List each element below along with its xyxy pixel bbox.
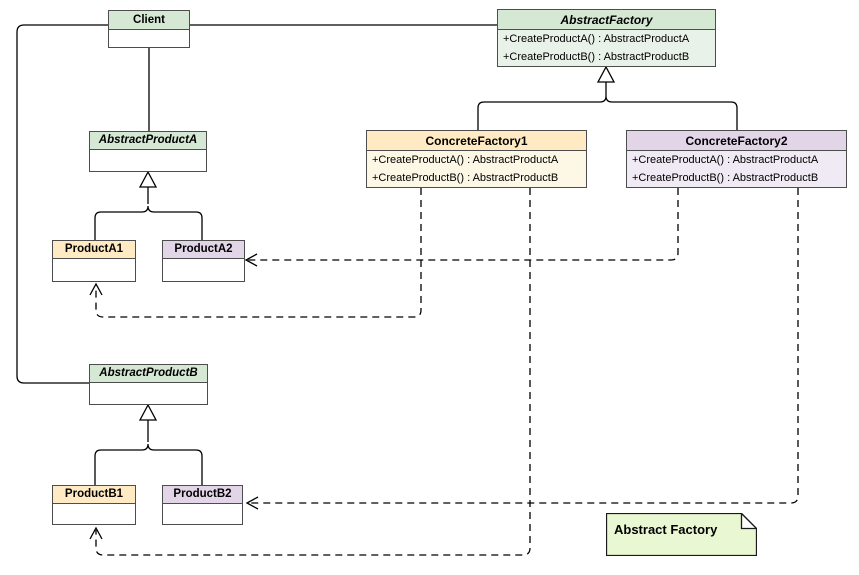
edge-productb-generalization bbox=[94, 420, 203, 485]
edge-cf2-producta2-dependency bbox=[248, 188, 679, 261]
note-fold-corner bbox=[740, 511, 759, 530]
class-title: AbstractProductA bbox=[90, 132, 206, 150]
class-client: Client bbox=[108, 10, 190, 48]
class-product-b1: ProductB1 bbox=[52, 485, 136, 525]
class-concrete-factory1: ConcreteFactory1 +CreateProductA() : Abs… bbox=[366, 130, 587, 188]
class-abstract-product-b: AbstractProductB bbox=[89, 364, 208, 405]
generalization-triangle-abstractproductb bbox=[138, 403, 158, 421]
method-create-product-a: +CreateProductA() : AbstractProductA bbox=[372, 154, 559, 166]
class-body: +CreateProductA() : AbstractProductA +Cr… bbox=[627, 151, 846, 187]
method-create-product-a: +CreateProductA() : AbstractProductA bbox=[503, 33, 690, 45]
arrowhead-productb2 bbox=[245, 496, 259, 510]
note-text: Abstract Factory bbox=[614, 522, 718, 537]
edge-client-abstractproductb bbox=[16, 24, 108, 384]
arrowhead-producta2 bbox=[244, 253, 258, 267]
class-product-a1: ProductA1 bbox=[52, 240, 136, 282]
arrowhead-producta1 bbox=[89, 282, 103, 296]
edge-cf2-productb2-dependency bbox=[249, 188, 799, 504]
class-abstract-factory: AbstractFactory +CreateProductA() : Abst… bbox=[497, 9, 716, 67]
edge-cf1-productb1-dependency bbox=[95, 188, 531, 556]
class-product-b2: ProductB2 bbox=[162, 485, 243, 525]
edge-factories-generalization bbox=[477, 82, 738, 130]
method-create-product-a: +CreateProductA() : AbstractProductA bbox=[632, 154, 819, 166]
class-title: Client bbox=[109, 11, 189, 30]
note-abstract-factory: Abstract Factory bbox=[605, 511, 759, 557]
generalization-triangle-abstractproducta bbox=[138, 170, 158, 188]
class-title: ProductB1 bbox=[53, 486, 135, 504]
class-title: AbstractProductB bbox=[90, 365, 207, 383]
class-product-a2: ProductA2 bbox=[162, 240, 245, 282]
method-create-product-b: +CreateProductB() : AbstractProductB bbox=[632, 172, 819, 184]
class-concrete-factory2: ConcreteFactory2 +CreateProductA() : Abs… bbox=[626, 130, 847, 188]
note-shape bbox=[605, 511, 759, 557]
class-title: ProductA1 bbox=[53, 241, 135, 259]
edge-producta-generalization bbox=[94, 187, 203, 240]
class-title: ConcreteFactory1 bbox=[367, 131, 586, 151]
class-body: +CreateProductA() : AbstractProductA +Cr… bbox=[498, 30, 715, 66]
method-create-product-b: +CreateProductB() : AbstractProductB bbox=[503, 51, 690, 63]
edge-cf1-producta1-dependency bbox=[95, 188, 422, 318]
method-create-product-b: +CreateProductB() : AbstractProductB bbox=[372, 172, 559, 184]
arrowhead-productb1 bbox=[89, 526, 103, 540]
class-title: ProductB2 bbox=[163, 486, 242, 504]
class-title: ProductA2 bbox=[163, 241, 244, 259]
class-title: ConcreteFactory2 bbox=[627, 131, 846, 151]
generalization-triangle-abstractfactory bbox=[596, 65, 616, 83]
class-title: AbstractFactory bbox=[498, 10, 715, 30]
class-body: +CreateProductA() : AbstractProductA +Cr… bbox=[367, 151, 586, 187]
class-abstract-product-a: AbstractProductA bbox=[89, 131, 207, 172]
